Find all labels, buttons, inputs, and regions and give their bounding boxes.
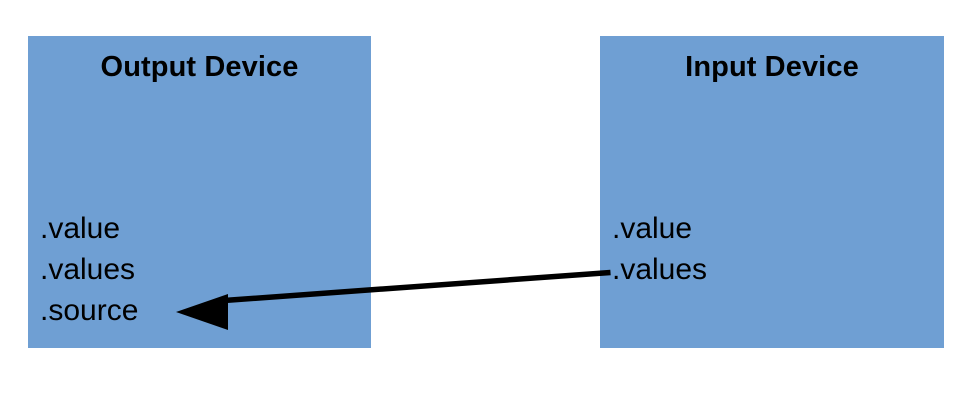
output-device-box[interactable]: Output Device .value .values .source	[28, 36, 371, 348]
output-device-property-list: .value .values .source	[40, 208, 138, 331]
input-device-box[interactable]: Input Device .value .values	[600, 36, 944, 348]
list-item: .values	[612, 253, 708, 286]
input-device-property-list: .value .values	[612, 208, 707, 290]
list-item: .value	[612, 212, 693, 245]
input-device-title: Input Device	[685, 51, 859, 83]
list-item: .value	[40, 212, 121, 245]
list-item: .values	[40, 253, 136, 286]
output-device-title: Output Device	[100, 51, 299, 83]
list-item: .source	[40, 294, 139, 327]
